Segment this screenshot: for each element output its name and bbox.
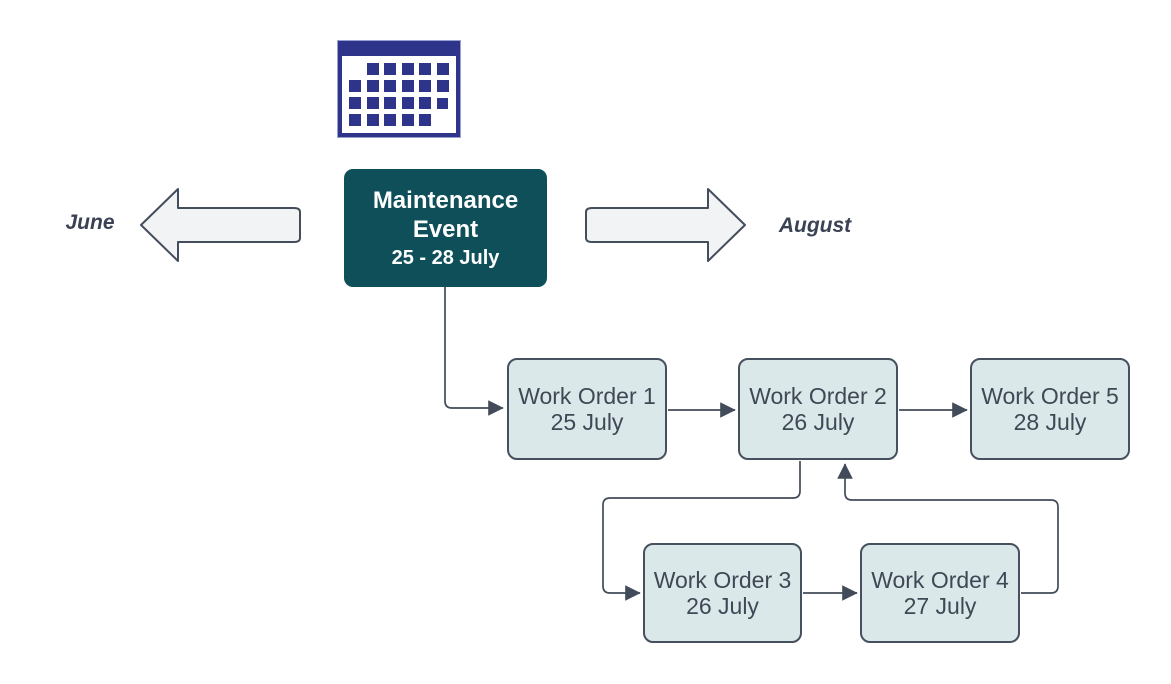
work-order-date: 26 July (781, 409, 855, 435)
work-order-title: Work Order 3 (653, 567, 792, 593)
june-label: June (65, 211, 115, 234)
event-date-range: 25 - 28 July (391, 247, 500, 269)
left-block-arrow-icon[interactable] (140, 186, 303, 264)
work-order-date: 25 July (550, 409, 624, 435)
right-block-arrow-icon[interactable] (583, 186, 746, 264)
work-order-title: Work Order 4 (871, 567, 1009, 593)
event-title-line1: Maintenance (372, 187, 519, 214)
work-order-5-node[interactable]: Work Order 5 28 July (970, 358, 1130, 460)
work-order-date: 28 July (1013, 409, 1087, 435)
work-order-title: Work Order 5 (981, 383, 1119, 409)
work-order-title: Work Order 1 (518, 383, 656, 409)
calendar-icon (337, 40, 461, 138)
work-order-1-node[interactable]: Work Order 1 25 July (507, 358, 667, 460)
work-order-title: Work Order 2 (749, 383, 887, 409)
work-order-4-node[interactable]: Work Order 4 27 July (860, 543, 1020, 643)
maintenance-event-node[interactable]: Maintenance Event 25 - 28 July (344, 169, 547, 287)
event-title-line2: Event (412, 216, 479, 243)
work-order-date: 27 July (903, 593, 977, 619)
work-order-2-node[interactable]: Work Order 2 26 July (738, 358, 898, 460)
august-label: August (778, 214, 852, 237)
work-order-3-node[interactable]: Work Order 3 26 July (643, 543, 802, 643)
work-order-date: 26 July (686, 593, 759, 619)
